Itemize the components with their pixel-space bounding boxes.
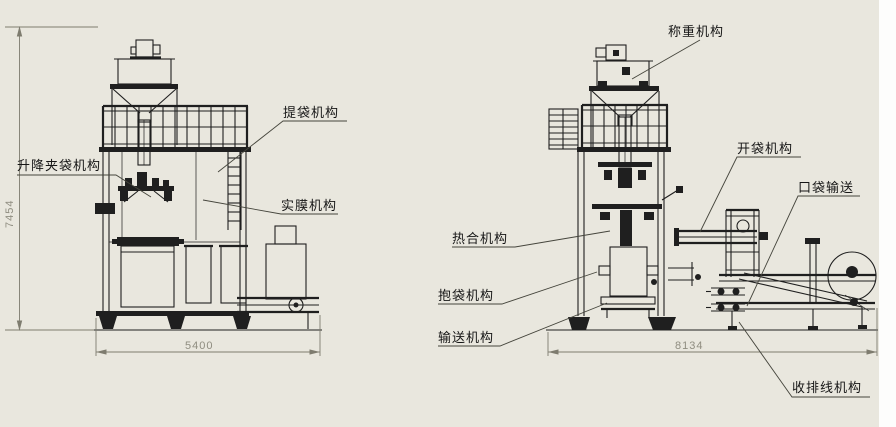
dimension-left-width: 5400: [185, 340, 213, 352]
bag-opening-frame: [674, 208, 768, 277]
right-bag-conveyor: [600, 296, 656, 318]
label-pocket-conveying: 口袋输送: [798, 180, 855, 195]
label-bag-opening-mechanism: 开袋机构: [737, 141, 794, 156]
right-bag: [609, 246, 648, 297]
right-clamp-cluster: [592, 162, 683, 246]
label-bag-holding-mechanism: 抱袋机构: [438, 288, 495, 303]
right-ladder: [548, 108, 579, 150]
left-bag: [120, 245, 175, 308]
left-conveyor: [237, 296, 319, 329]
cable-winder-pulleys: [706, 287, 745, 312]
label-film-mechanism: 实膜机构: [281, 198, 338, 213]
label-weighing-mechanism: 称重机构: [668, 24, 725, 39]
film-reel: [827, 251, 877, 301]
left-ladder: [227, 152, 242, 230]
dimension-height: 7454: [4, 200, 16, 228]
label-cable-winder-mechanism: 收排线机构: [792, 380, 863, 395]
left-bag-clamp: [95, 172, 174, 214]
label-conveying-mechanism: 输送机构: [438, 330, 495, 345]
left-machine-drawing: [94, 39, 322, 331]
label-lift-clamp-mechanism: 升降夹袋机构: [17, 158, 102, 173]
right-machine-drawing: [546, 44, 878, 331]
dimension-lines: 7454 5400 8134: [4, 26, 878, 356]
label-heat-seal-mechanism: 热合机构: [452, 231, 509, 246]
left-platform-railing: [101, 104, 249, 148]
left-tank: [265, 225, 307, 300]
left-weigh-hopper: [117, 58, 172, 85]
dimension-right-width: 8134: [675, 340, 703, 352]
right-white-strip: [879, 0, 896, 427]
left-motor: [135, 39, 154, 58]
leader-lines: [17, 39, 870, 398]
label-bag-lift-mechanism: 提袋机构: [283, 105, 340, 120]
